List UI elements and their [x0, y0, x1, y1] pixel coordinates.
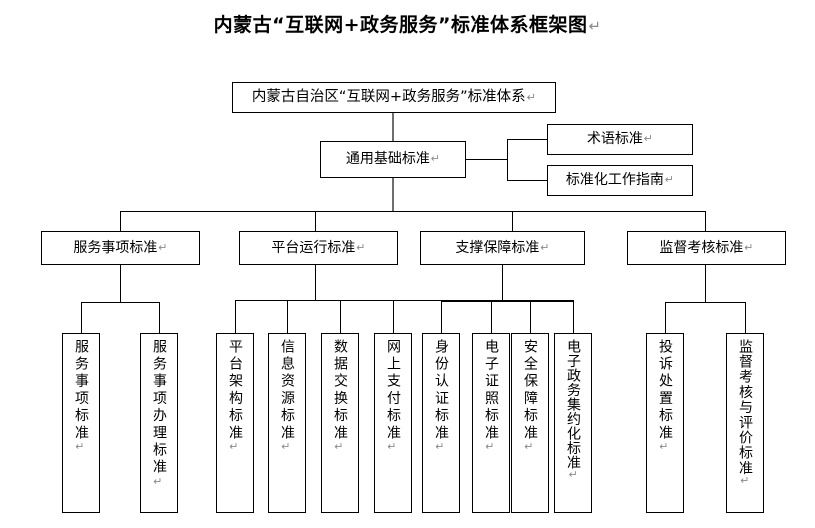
leaf-platform-architecture-standard-label: 平台架构标准↵ — [227, 339, 243, 454]
node-terminology-standard-label: 术语标准 — [586, 131, 643, 148]
connector-branch2-leaf4 — [393, 300, 394, 333]
pilcrow-mark: ↵ — [588, 18, 602, 35]
connector-bus-to-branch-1 — [120, 211, 121, 231]
node-terminology-standard[interactable]: 术语标准↵ — [547, 124, 693, 155]
leaf-identity-authentication-standard-label: 身份认证标准↵ — [433, 339, 449, 454]
node-branch-supervision-assessment-label: 监督考核标准 — [659, 239, 744, 256]
node-root[interactable]: 内蒙古自治区“互联网+政务服务”标准体系↵ — [232, 82, 556, 113]
connector-branch4-drop — [705, 265, 706, 302]
connector-branch2-leaf1 — [235, 300, 236, 333]
leaf-service-item-handling-standard[interactable]: 服务事项办理标准↵ — [140, 333, 178, 513]
connector-branch3-drop — [502, 265, 503, 300]
node-branch-platform-operation-label: 平台运行标准 — [271, 239, 356, 256]
leaf-online-payment-standard[interactable]: 网上支付标准↵ — [374, 333, 412, 513]
leaf-egov-intensification-standard[interactable]: 电子政务集约化标准↵ — [554, 333, 592, 513]
connector-branch3-leaf3 — [530, 300, 531, 333]
connector-branch3-leaf1 — [441, 300, 442, 333]
connector-bus-to-branch-3 — [512, 211, 513, 231]
sub-bus-line-branch1 — [81, 302, 159, 303]
leaf-identity-authentication-standard[interactable]: 身份认证标准↵ — [422, 333, 460, 513]
leaf-supervision-evaluation-standard-label: 监督考核与评价标准↵ — [737, 339, 753, 487]
leaf-security-guarantee-standard-label: 安全保障标准↵ — [522, 339, 538, 454]
connector-branch3-leaf4 — [573, 300, 574, 333]
connector-branch3-leaf2 — [491, 300, 492, 333]
node-branch-platform-operation[interactable]: 平台运行标准↵ — [239, 231, 398, 265]
leaf-supervision-evaluation-standard[interactable]: 监督考核与评价标准↵ — [726, 333, 764, 513]
node-branch-service-items[interactable]: 服务事项标准↵ — [41, 231, 200, 265]
pilcrow-mark: ↵ — [526, 91, 537, 104]
node-branch-support-guarantee[interactable]: 支撑保障标准↵ — [420, 231, 585, 265]
leaf-online-payment-standard-label: 网上支付标准↵ — [385, 339, 401, 454]
node-branch-supervision-assessment[interactable]: 监督考核标准↵ — [627, 231, 786, 265]
leaf-information-resource-standard[interactable]: 信息资源标准↵ — [268, 333, 306, 513]
connector-general-to-mainbus — [392, 178, 394, 211]
main-bus-line — [120, 211, 706, 212]
sub-bus-line-branch2 — [235, 300, 467, 301]
connector-branch1-leaf1 — [81, 302, 82, 333]
page-title: 内蒙古“互联网+政务服务”标准体系框架图↵ — [0, 10, 815, 37]
leaf-electronic-license-standard[interactable]: 电子证照标准↵ — [472, 333, 510, 513]
pilcrow-mark: ↵ — [664, 173, 675, 187]
node-branch-service-items-label: 服务事项标准 — [73, 239, 158, 256]
leaf-data-exchange-standard[interactable]: 数据交换标准↵ — [321, 333, 359, 513]
node-general-basic-standard[interactable]: 通用基础标准↵ — [320, 141, 466, 178]
leaf-service-item-handling-standard-label: 服务事项办理标准↵ — [151, 339, 167, 488]
connector-branch2-drop — [315, 265, 316, 300]
leaf-service-item-standard-label: 服务事项标准↵ — [73, 339, 89, 454]
leaf-information-resource-standard-label: 信息资源标准↵ — [279, 339, 295, 454]
leaf-security-guarantee-standard[interactable]: 安全保障标准↵ — [511, 333, 549, 513]
pilcrow-mark: ↵ — [356, 240, 366, 254]
page-title-text: 内蒙古“互联网+政务服务”标准体系框架图 — [213, 14, 588, 36]
leaf-electronic-license-standard-label: 电子证照标准↵ — [483, 339, 499, 454]
leaf-complaint-handling-standard-label: 投诉处置标准↵ — [657, 339, 673, 454]
connector-branch1-drop — [120, 265, 121, 302]
leaf-platform-architecture-standard[interactable]: 平台架构标准↵ — [216, 333, 254, 513]
node-root-label: 内蒙古自治区“互联网+政务服务”标准体系 — [251, 89, 526, 106]
sub-bus-line-branch4 — [665, 302, 745, 303]
connector-root-to-general — [392, 113, 394, 141]
connector-side-to-terminology — [507, 139, 547, 140]
node-branch-support-guarantee-label: 支撑保障标准 — [455, 239, 540, 256]
leaf-complaint-handling-standard[interactable]: 投诉处置标准↵ — [646, 333, 684, 513]
pilcrow-mark: ↵ — [643, 132, 654, 146]
connector-branch1-leaf2 — [159, 302, 160, 333]
connector-branch4-leaf1 — [665, 302, 666, 333]
node-standardization-work-guide-label: 标准化工作指南 — [565, 172, 664, 189]
connector-side-bracket-vertical — [507, 139, 508, 180]
node-general-basic-standard-label: 通用基础标准 — [345, 151, 430, 168]
leaf-service-item-standard[interactable]: 服务事项标准↵ — [62, 333, 100, 513]
connector-general-to-side-stub — [466, 159, 507, 160]
connector-bus-to-branch-2 — [315, 211, 316, 231]
connector-bus-to-branch-4 — [705, 211, 706, 231]
pilcrow-mark: ↵ — [158, 240, 168, 254]
leaf-egov-intensification-standard-label: 电子政务集约化标准↵ — [565, 339, 581, 481]
leaf-data-exchange-standard-label: 数据交换标准↵ — [332, 339, 348, 454]
sub-bus-line-branch3 — [441, 300, 573, 302]
connector-branch2-leaf2 — [287, 300, 288, 333]
node-standardization-work-guide[interactable]: 标准化工作指南↵ — [547, 165, 693, 196]
pilcrow-mark: ↵ — [430, 152, 441, 166]
pilcrow-mark: ↵ — [540, 240, 550, 254]
connector-branch4-leaf2 — [745, 302, 746, 333]
pilcrow-mark: ↵ — [744, 240, 754, 254]
connector-branch2-leaf3 — [340, 300, 341, 333]
connector-side-to-workguide — [507, 180, 547, 181]
